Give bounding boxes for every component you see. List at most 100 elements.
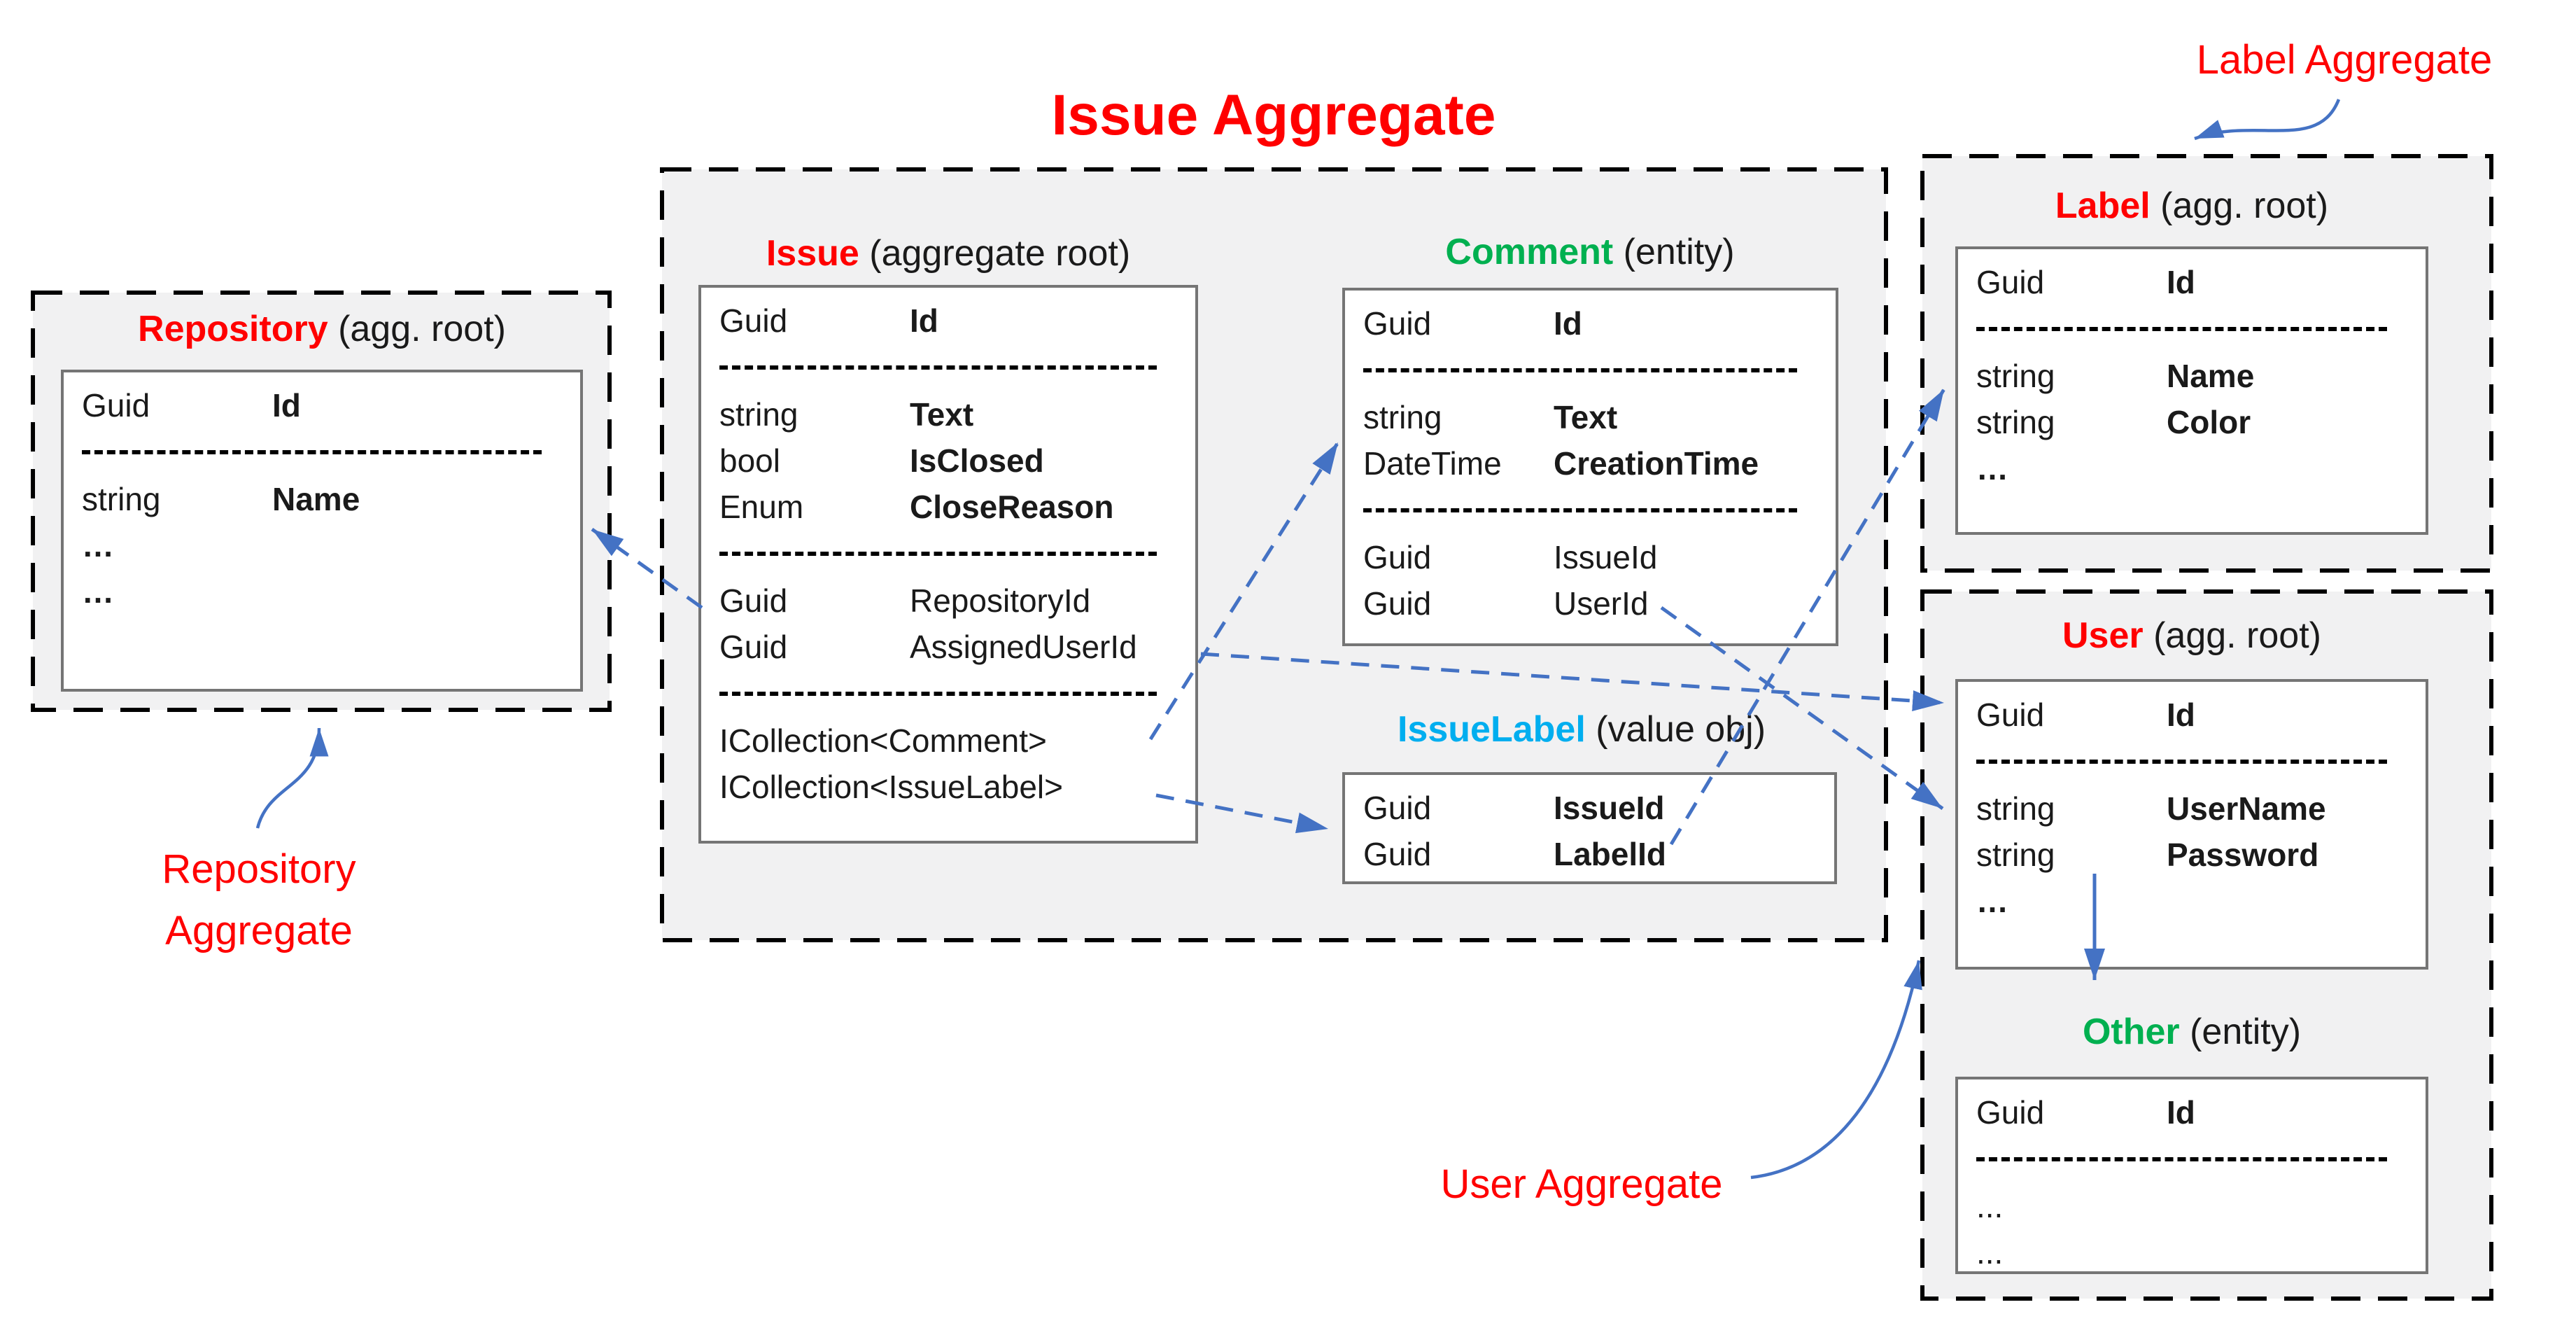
field-text: ...: [1976, 1234, 2004, 1271]
issue-table-title: Issue (aggregate root): [766, 233, 1131, 274]
field-row: ...: [1976, 1229, 2426, 1275]
field-type: DateTime: [1363, 445, 1502, 482]
comment-table-title: Comment (entity): [1445, 232, 1735, 272]
row-separator: [1976, 760, 2387, 764]
entity-name: Issue: [766, 233, 859, 274]
field-type: Guid: [1976, 264, 2045, 300]
field-text: ICollection<IssueLabel>: [719, 769, 1063, 805]
repository-table-body: Guid Id string Name ……: [64, 372, 580, 615]
field-type: string: [719, 396, 798, 433]
field-row: ...: [1976, 1183, 2426, 1229]
field-row: Guid IssueId: [1363, 785, 1834, 831]
row-separator: [1363, 368, 1797, 372]
field-row: Guid Id: [1363, 300, 1836, 347]
field-row: Guid LabelId: [1363, 831, 1834, 877]
field-row: …: [82, 522, 580, 568]
row-separator: [719, 552, 1157, 556]
callout-label-aggregate: Label Aggregate: [2196, 37, 2493, 83]
field-row: bool IsClosed: [719, 438, 1195, 484]
field-name: Id: [2167, 264, 2195, 300]
issuelabel-table-title: IssueLabel (value obj): [1397, 709, 1766, 750]
field-text: …: [1976, 450, 2008, 487]
field-row: string Name: [82, 476, 580, 522]
field-type: string: [1976, 404, 2055, 440]
field-name: Id: [1554, 305, 1582, 342]
field-type: Guid: [1363, 836, 1432, 872]
callout-repository-aggregate: Repository Aggregate: [162, 846, 356, 953]
field-name: Color: [2167, 404, 2251, 440]
field-row: string UserName: [1976, 785, 2426, 832]
field-type: Guid: [1363, 539, 1432, 575]
field-name: IssueId: [1554, 790, 1665, 826]
field-name: Id: [272, 387, 301, 424]
field-type: Guid: [82, 387, 150, 424]
entity-name: Label: [2055, 186, 2151, 226]
field-name: Id: [2167, 697, 2195, 733]
field-type: Guid: [1363, 305, 1432, 342]
row-separator: [82, 450, 542, 454]
field-type: string: [82, 481, 161, 517]
repository-table-title: Repository (agg. root): [138, 309, 506, 349]
callout-user-aggregate: User Aggregate: [1440, 1161, 1723, 1207]
arrow-assigneduserid-to-user: [1200, 652, 1945, 712]
diagram-title: Issue Aggregate: [1051, 83, 1496, 147]
arrow-callout-repository: [255, 727, 329, 829]
row-separator: [1363, 508, 1797, 512]
field-type: string: [1976, 837, 2055, 873]
row-separator: [1976, 327, 2387, 331]
field-name: RepositoryId: [910, 582, 1091, 619]
field-name: Name: [272, 481, 360, 517]
field-row: Guid Id: [1976, 259, 2426, 305]
field-name: UserName: [2167, 790, 2326, 827]
field-name: AssignedUserId: [910, 629, 1137, 665]
field-row: Guid AssignedUserId: [719, 624, 1195, 670]
field-type: Guid: [719, 629, 788, 665]
field-name: IsClosed: [910, 442, 1044, 479]
field-name: CloseReason: [910, 489, 1114, 525]
row-separator: [1976, 1157, 2387, 1161]
field-name: Password: [2167, 837, 2319, 873]
field-row: string Password: [1976, 832, 2426, 878]
label-table-title: Label (agg. root): [2055, 186, 2329, 226]
field-type: Guid: [719, 302, 788, 339]
row-separator: [719, 692, 1157, 696]
entity-name: Other: [2082, 1012, 2180, 1052]
field-text: …: [1976, 883, 2008, 919]
field-name: IssueId: [1554, 539, 1658, 575]
field-type: Guid: [1363, 585, 1432, 622]
entity-name: Comment: [1445, 232, 1614, 272]
field-row: Guid Id: [82, 382, 580, 428]
field-row: …: [82, 568, 580, 615]
field-type: Guid: [1976, 1094, 2045, 1131]
other-table-title: Other (entity): [2082, 1012, 2302, 1052]
field-type: Guid: [1363, 790, 1432, 826]
field-name: Text: [1554, 399, 1618, 435]
field-name: Id: [910, 302, 938, 339]
entity-name: User: [2062, 615, 2144, 656]
field-text: ICollection<Comment>: [719, 722, 1047, 759]
field-type: bool: [719, 442, 780, 479]
field-row: string Color: [1976, 399, 2426, 445]
field-name: UserId: [1554, 585, 1649, 622]
arrow-callout-label: [2194, 99, 2341, 141]
entity-name: Repository: [138, 309, 328, 349]
field-type: string: [1976, 790, 2055, 827]
field-row: ICollection<Comment>: [719, 718, 1195, 764]
field-name: LabelId: [1554, 836, 1667, 872]
